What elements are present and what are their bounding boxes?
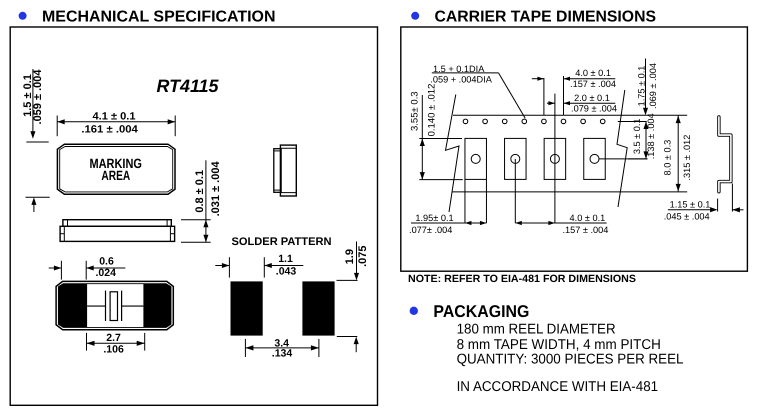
svg-text:.077± .004: .077± .004 xyxy=(409,225,452,235)
svg-text:1.5 ± 0.1: 1.5 ± 0.1 xyxy=(22,74,34,117)
svg-text:SOLDER PATTERN: SOLDER PATTERN xyxy=(232,236,332,248)
svg-text:.106: .106 xyxy=(103,344,124,356)
svg-text:1.15 ± 0.1: 1.15 ± 0.1 xyxy=(670,200,711,210)
svg-text:.134: .134 xyxy=(272,348,293,360)
svg-text:8 mm TAPE WIDTH, 4 mm PITCH: 8 mm TAPE WIDTH, 4 mm PITCH xyxy=(457,337,661,353)
svg-text:4.0 ± 0.1: 4.0 ± 0.1 xyxy=(570,213,606,223)
svg-text:.024: .024 xyxy=(95,267,116,279)
svg-text:180 mm REEL DIAMETER: 180 mm REEL DIAMETER xyxy=(457,322,616,338)
svg-text:0.140 ± .012: 0.140 ± .012 xyxy=(426,84,437,137)
svg-text:PACKAGING: PACKAGING xyxy=(433,302,529,321)
svg-text:.059 ± .004: .059 ± .004 xyxy=(32,69,44,125)
svg-text:NOTE: REFER TO EIA-481 FOR DIM: NOTE: REFER TO EIA-481 FOR DIMENSIONS xyxy=(408,273,636,285)
svg-text:1.5 + 0.1DIA: 1.5 + 0.1DIA xyxy=(433,64,485,74)
svg-text:1.75 ± 0.1: 1.75 ± 0.1 xyxy=(637,66,647,107)
svg-text:2.7: 2.7 xyxy=(106,332,121,344)
svg-text:0.6: 0.6 xyxy=(99,256,114,268)
svg-text:2.0 ± 0.1: 2.0 ± 0.1 xyxy=(574,93,610,103)
svg-text:1.9: 1.9 xyxy=(344,249,356,264)
svg-text:4.0 ± 0.1: 4.0 ± 0.1 xyxy=(575,68,611,78)
svg-text:3.5 ± 0.1: 3.5 ± 0.1 xyxy=(632,118,642,154)
svg-text:4.1 ± 0.1: 4.1 ± 0.1 xyxy=(93,110,136,122)
svg-text:0.8 ± 0.1: 0.8 ± 0.1 xyxy=(194,170,206,213)
svg-text:.138 ± .004: .138 ± .004 xyxy=(646,113,656,159)
svg-text:3.55± 0.3: 3.55± 0.3 xyxy=(409,91,420,131)
svg-text:.059 + .004DIA: .059 + .004DIA xyxy=(430,75,492,85)
svg-text:.031 ± .004: .031 ± .004 xyxy=(210,161,222,217)
svg-text:AREA: AREA xyxy=(101,168,130,183)
svg-text:CARRIER TAPE DIMENSIONS: CARRIER TAPE DIMENSIONS xyxy=(435,9,657,26)
svg-text:.043: .043 xyxy=(276,266,297,278)
svg-text:.045 ± .004: .045 ± .004 xyxy=(664,211,710,221)
svg-text:.315 ± .012: .315 ± .012 xyxy=(682,135,692,181)
svg-text:.075: .075 xyxy=(357,245,369,266)
svg-text:3.4: 3.4 xyxy=(274,337,289,349)
svg-text:1.1: 1.1 xyxy=(278,253,293,265)
svg-text:MARKING: MARKING xyxy=(90,156,142,171)
svg-text:MECHANICAL SPECIFICATION: MECHANICAL SPECIFICATION xyxy=(42,9,276,26)
svg-text:.079 ± .004: .079 ± .004 xyxy=(571,104,617,114)
svg-text:8.0 ± 0.3: 8.0 ± 0.3 xyxy=(663,140,673,176)
svg-text:.069 ± .004: .069 ± .004 xyxy=(648,63,658,109)
svg-text:QUANTITY: 3000 PIECES PER REEL: QUANTITY: 3000 PIECES PER REEL xyxy=(457,352,684,368)
svg-text:1.95± 0.1: 1.95± 0.1 xyxy=(415,213,453,223)
svg-text:.157 ± .004: .157 ± .004 xyxy=(570,79,616,89)
svg-text:.157 ± .004: .157 ± .004 xyxy=(562,225,608,235)
svg-text:.161 ± .004: .161 ± .004 xyxy=(81,124,138,136)
svg-text:IN ACCORDANCE WITH EIA-481: IN ACCORDANCE WITH EIA-481 xyxy=(457,379,659,395)
svg-text:RT4115: RT4115 xyxy=(157,76,220,96)
